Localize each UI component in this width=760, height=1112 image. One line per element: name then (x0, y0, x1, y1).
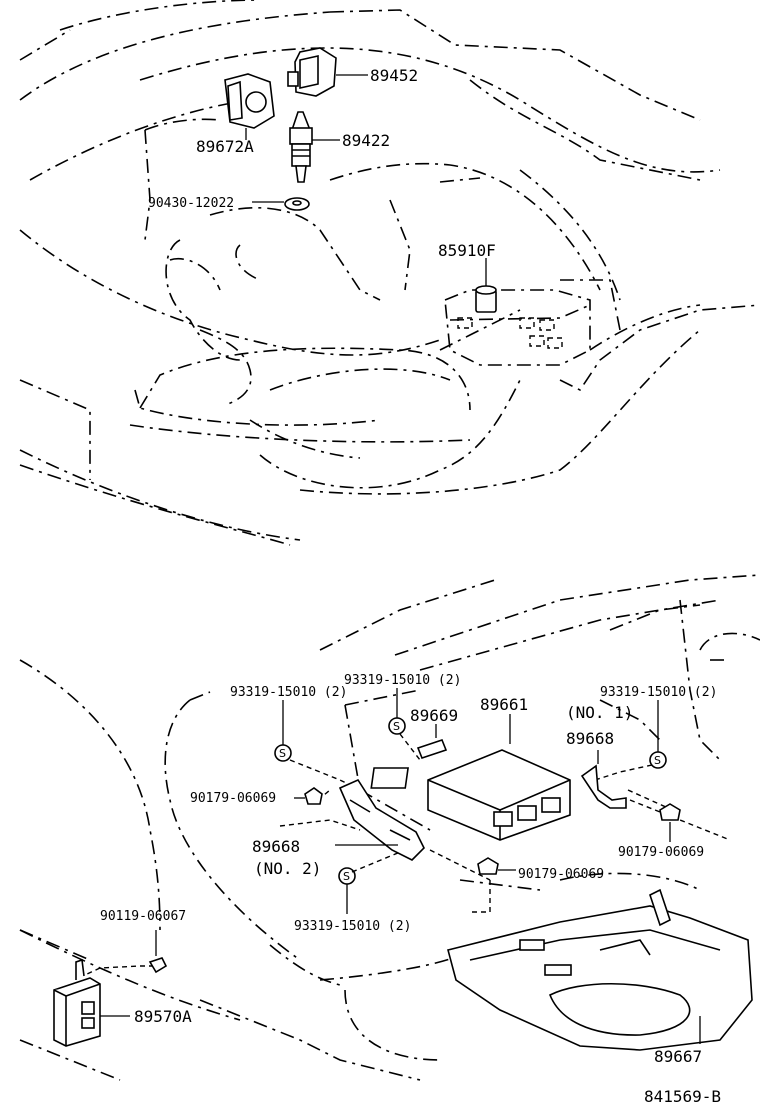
part-label-90430: 90430-12022 (148, 196, 234, 211)
part-label-no2: (NO. 2) (254, 859, 321, 878)
nut-icon (477, 857, 516, 875)
part-label-90179-c: 90179-06069 (518, 867, 604, 882)
part-label-93319-b: 93319-15010 (2) (344, 673, 461, 688)
part-label-89570a: 89570A (134, 1007, 192, 1026)
screw-s-icon: S (274, 700, 292, 762)
part-label-89452: 89452 (370, 66, 418, 85)
ecu-icon (370, 714, 571, 841)
screw-s-icon: S (649, 700, 667, 769)
part-label-90179-b: 90179-06069 (618, 845, 704, 860)
part-label-93319-c: 93319-15010 (2) (600, 685, 717, 700)
part-label-89672a: 89672A (196, 137, 254, 156)
svg-text:S: S (343, 870, 350, 883)
sensor-icon (287, 47, 368, 97)
floor-panel-icon (447, 888, 753, 1051)
part-label-89422: 89422 (342, 131, 390, 150)
bolt-icon (148, 930, 168, 974)
part-label-no1: (NO. 1) (566, 703, 633, 722)
part-label-89661: 89661 (480, 695, 528, 714)
svg-text:S: S (279, 747, 286, 760)
svg-text:S: S (654, 754, 661, 767)
washer-icon (252, 197, 310, 211)
screw-s-icon: S (388, 688, 406, 735)
svg-text:S: S (393, 720, 400, 733)
screw-s-icon: S (338, 867, 356, 914)
relay-icon (475, 258, 497, 313)
part-label-89668-no1: 89668 (566, 729, 614, 748)
part-label-93319-a: 93319-15010 (2) (230, 685, 347, 700)
nut-icon (659, 803, 681, 842)
part-label-90179-a: 90179-06069 (190, 791, 276, 806)
relay-icon (53, 958, 130, 1047)
part-label-89668-no2: 89668 (252, 837, 300, 856)
bracket-icon (335, 778, 425, 861)
sensor-icon (289, 111, 340, 183)
part-label-89667: 89667 (654, 1047, 702, 1066)
relay-block-outline (444, 289, 591, 366)
vehicle-body-outline (19, 574, 760, 1081)
part-label-85910f: 85910F (438, 241, 496, 260)
part-label-93319-d: 93319-15010 (2) (294, 919, 411, 934)
sensor-icon (224, 73, 275, 140)
drawing-number: 841569-B (644, 1087, 721, 1106)
bracket-icon (580, 750, 627, 809)
nut-icon (294, 787, 323, 805)
bracket-icon (416, 724, 448, 759)
part-label-90119: 90119-06067 (100, 909, 186, 924)
part-label-89669: 89669 (410, 706, 458, 725)
engine-bay-outline (19, 0, 760, 546)
